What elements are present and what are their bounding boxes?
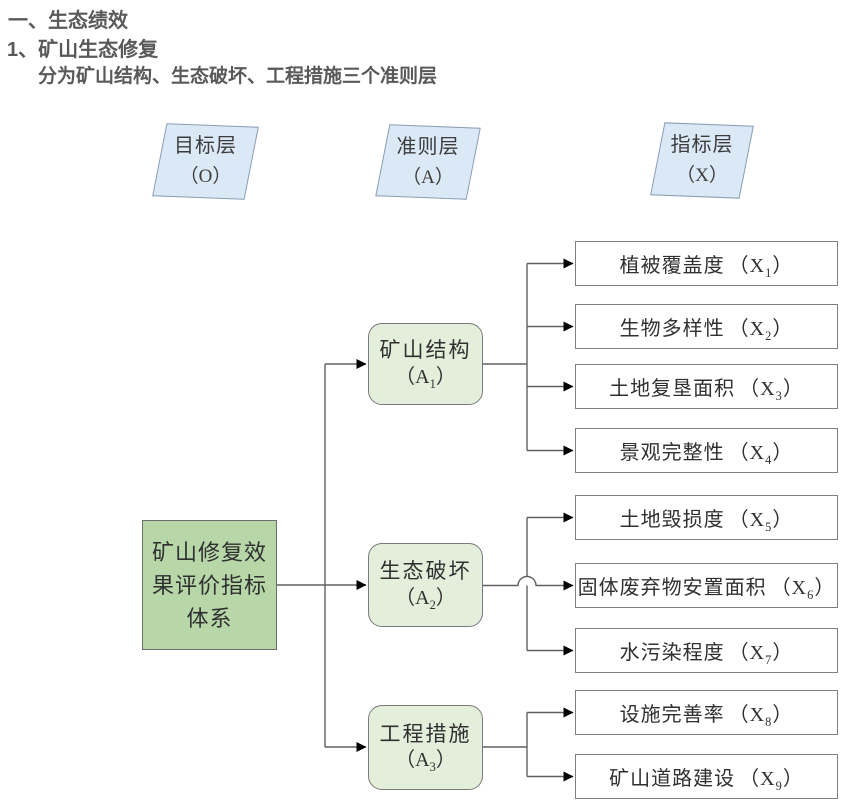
indicator-label: 土地毁损度 — [619, 509, 725, 531]
layer-code: （X） — [676, 165, 728, 187]
criterion-symbol: （A3） — [395, 749, 456, 775]
goal-node: 矿山修复效果评价指标体系 — [142, 520, 277, 650]
indicator-label: 生物多样性 — [619, 318, 725, 340]
indicator-label: 固体废弃物安置面积 — [577, 577, 767, 599]
layer-name: 准则层 — [396, 135, 460, 158]
indicator-node-x7: 水污染程度 （X7） — [575, 628, 838, 673]
indicator-symbol: （X1） — [728, 255, 794, 280]
indicator-symbol: （X9） — [739, 768, 804, 793]
indicator-label: 设施完善率 — [619, 704, 725, 726]
criterion-node-a3: 工程措施 （A3） — [368, 705, 483, 790]
indicator-label: 水污染程度 — [619, 642, 725, 664]
layer-name: 指标层 — [670, 134, 734, 157]
indicator-node-x8: 设施完善率 （X8） — [575, 690, 838, 735]
subsection-heading: 1、矿山生态修复 — [7, 39, 159, 61]
criterion-node-a1: 矿山结构 （A1） — [368, 323, 483, 405]
indicator-label: 植被覆盖度 — [619, 255, 725, 277]
section-heading: 一、生态绩效 — [8, 10, 128, 32]
indicator-node-x2: 生物多样性 （X2） — [575, 304, 838, 349]
layer-header-indicator: 指标层 （X） — [657, 124, 747, 197]
criterion-symbol: （A1） — [395, 365, 456, 391]
layer-header-goal: 目标层 （O） — [159, 125, 252, 198]
criterion-node-a2: 生态破坏 （A2） — [368, 543, 483, 627]
layer-code: （O） — [179, 166, 232, 188]
indicator-symbol: （X8） — [728, 704, 794, 729]
layer-code: （A） — [402, 166, 454, 188]
indicator-node-x9: 矿山道路建设 （X9） — [575, 754, 838, 799]
indicator-node-x3: 土地复垦面积 （X3） — [575, 364, 838, 409]
indicator-label: 矿山道路建设 — [609, 768, 736, 790]
indicator-label: 土地复垦面积 — [609, 378, 736, 400]
indicator-symbol: （X2） — [728, 318, 794, 343]
indicator-symbol: （X7） — [728, 642, 794, 667]
indicator-node-x6: 固体废弃物安置面积 （X6） — [575, 563, 838, 608]
goal-node-label: 矿山修复效果评价指标体系 — [151, 539, 267, 631]
indicator-symbol: （X5） — [728, 509, 794, 534]
indicator-node-x5: 土地毁损度 （X5） — [575, 495, 838, 540]
indicator-node-x1: 植被覆盖度 （X1） — [575, 241, 838, 286]
description-text: 分为矿山结构、生态破坏、工程措施三个准则层 — [38, 66, 438, 87]
indicator-label: 景观完整性 — [619, 442, 725, 464]
criterion-label: 工程措施 — [379, 721, 472, 746]
indicator-node-x4: 景观完整性 （X4） — [575, 428, 838, 473]
layer-name: 目标层 — [174, 135, 237, 158]
criterion-symbol: （A2） — [395, 586, 456, 612]
indicator-symbol: （X4） — [728, 442, 794, 467]
indicator-symbol: （X3） — [739, 378, 804, 403]
layer-header-criteria: 准则层 （A） — [382, 126, 474, 198]
criterion-label: 生态破坏 — [379, 559, 472, 584]
indicator-symbol: （X6） — [770, 577, 836, 602]
criterion-label: 矿山结构 — [379, 338, 472, 363]
